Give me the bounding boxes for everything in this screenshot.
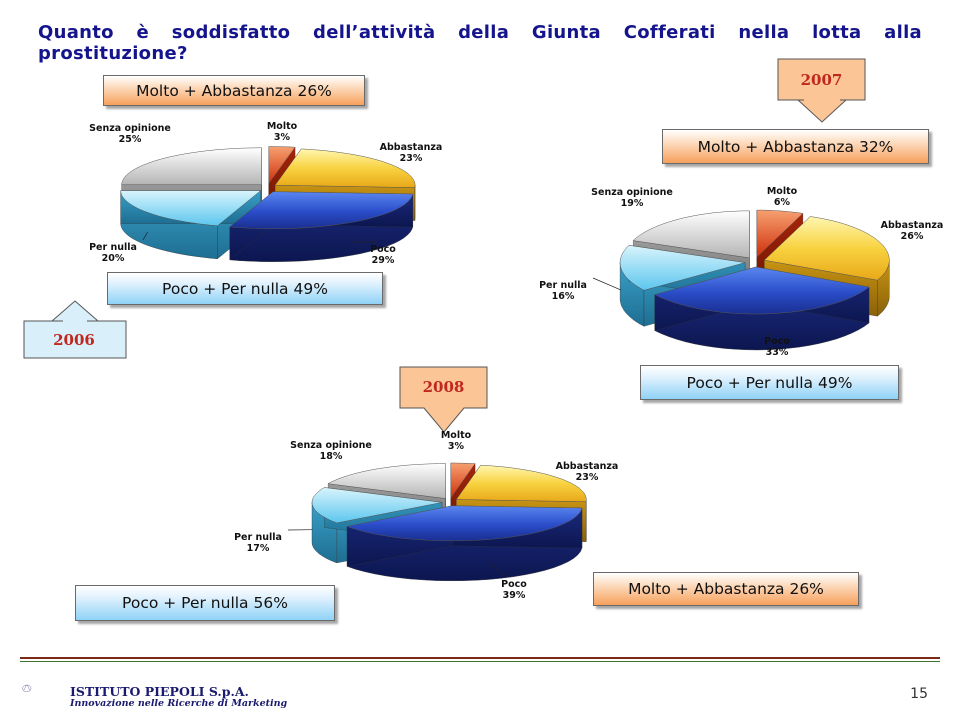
slice-label-per-nulla-2007: Per nulla <box>539 280 587 291</box>
pie-slice-senza-opinione-2007 <box>632 210 750 259</box>
footer-divider <box>20 657 940 659</box>
leader-line-poco-2007 <box>767 333 772 336</box>
slice-label-abbastanza-2006: Abbastanza <box>380 142 443 153</box>
year-label-2008: 2008 <box>422 378 465 396</box>
pie-slice-poco-2008 <box>346 505 583 542</box>
slice-value-senza-opinione-2006: 25% <box>119 134 142 145</box>
pie-slice-per-nulla-2007 <box>619 245 746 291</box>
slice-value-molto-2006: 3% <box>274 132 291 143</box>
slice-value-abbastanza-2007: 26% <box>901 231 924 242</box>
slice-value-molto-2008: 3% <box>448 441 465 452</box>
slice-value-poco-2008: 39% <box>503 590 526 601</box>
pie-slice-senza-opinione-2006 <box>121 147 262 186</box>
slice-label-poco-2007: Poco <box>764 336 790 347</box>
pie-slice-per-nulla-2006 <box>120 190 262 227</box>
pie-slice-abbastanza-2008 <box>455 464 587 502</box>
arrow-up-2006 <box>23 300 127 359</box>
leader-line-per-nulla-2006 <box>142 232 148 241</box>
slice-label-per-nulla-2008: Per nulla <box>234 532 282 543</box>
arrow-down-2007 <box>777 58 866 123</box>
slice-value-per-nulla-2008: 17% <box>247 543 270 554</box>
slice-value-per-nulla-2006: 20% <box>102 253 125 264</box>
year-label-2007: 2007 <box>800 71 843 89</box>
arrow-down-2008 <box>399 366 488 433</box>
slice-value-abbastanza-2006: 23% <box>400 153 423 164</box>
slice-value-molto-2007: 6% <box>774 197 791 208</box>
leader-line-poco-2008 <box>488 563 509 578</box>
slice-value-poco-2007: 33% <box>766 347 789 358</box>
pie-slice-molto-2006 <box>268 146 296 185</box>
summary-positive-2006: Molto + Abbastanza 26% <box>103 75 365 106</box>
slice-value-per-nulla-2007: 16% <box>552 291 575 302</box>
pie-chart-2006 <box>120 146 416 262</box>
slice-label-poco-2006: Poco <box>370 244 396 255</box>
summary-positive-2007: Molto + Abbastanza 32% <box>662 129 929 164</box>
footer-divider-thin <box>20 661 940 662</box>
pie-slice-poco-2006 <box>229 191 414 229</box>
pie-slice-molto-2008 <box>450 462 476 499</box>
pie-slice-molto-2007 <box>756 209 804 258</box>
summary-negative-2006: Poco + Per nulla 49% <box>107 272 383 305</box>
pie-slice-poco-2007 <box>654 266 870 315</box>
summary-negative-2008: Poco + Per nulla 56% <box>75 585 335 621</box>
slice-label-abbastanza-2007: Abbastanza <box>881 220 944 231</box>
company-tagline: Innovazione nelle Ricerche di Marketing <box>70 698 288 709</box>
slice-value-senza-opinione-2007: 19% <box>621 198 644 209</box>
year-label-2006: 2006 <box>53 330 95 349</box>
slice-value-poco-2006: 29% <box>372 255 395 266</box>
pie-slice-abbastanza-2006 <box>274 148 416 188</box>
slice-label-per-nulla-2006: Per nulla <box>89 242 137 253</box>
slice-value-abbastanza-2008: 23% <box>576 472 599 483</box>
slice-label-poco-2008: Poco <box>501 579 527 590</box>
company-name: ISTITUTO PIEPOLI S.p.A. <box>70 684 249 699</box>
slice-label-senza-opinione-2008: Senza opinione <box>290 440 372 451</box>
slice-label-molto-2007: Molto <box>767 186 798 197</box>
summary-negative-2007: Poco + Per nulla 49% <box>640 365 899 400</box>
page-title: Quanto è soddisfatto dell’attività della… <box>38 22 922 64</box>
pie-slice-per-nulla-2008 <box>311 487 443 524</box>
slice-label-molto-2008: Molto <box>441 430 472 441</box>
pie-chart-2008 <box>311 462 587 582</box>
pie-slice-senza-opinione-2008 <box>327 463 446 499</box>
slice-label-senza-opinione-2006: Senza opinione <box>89 123 171 134</box>
slice-label-abbastanza-2008: Abbastanza <box>556 461 619 472</box>
leader-line-per-nulla-2007 <box>592 277 622 291</box>
piepoli-logo-icon <box>22 684 32 692</box>
slice-value-senza-opinione-2008: 18% <box>320 451 343 462</box>
slice-label-senza-opinione-2007: Senza opinione <box>591 187 673 198</box>
pie-chart-2007 <box>619 209 890 351</box>
pie-slice-abbastanza-2007 <box>763 216 890 281</box>
page-number: 15 <box>910 686 928 702</box>
slice-label-molto-2006: Molto <box>267 121 298 132</box>
summary-positive-2008: Molto + Abbastanza 26% <box>593 572 859 606</box>
